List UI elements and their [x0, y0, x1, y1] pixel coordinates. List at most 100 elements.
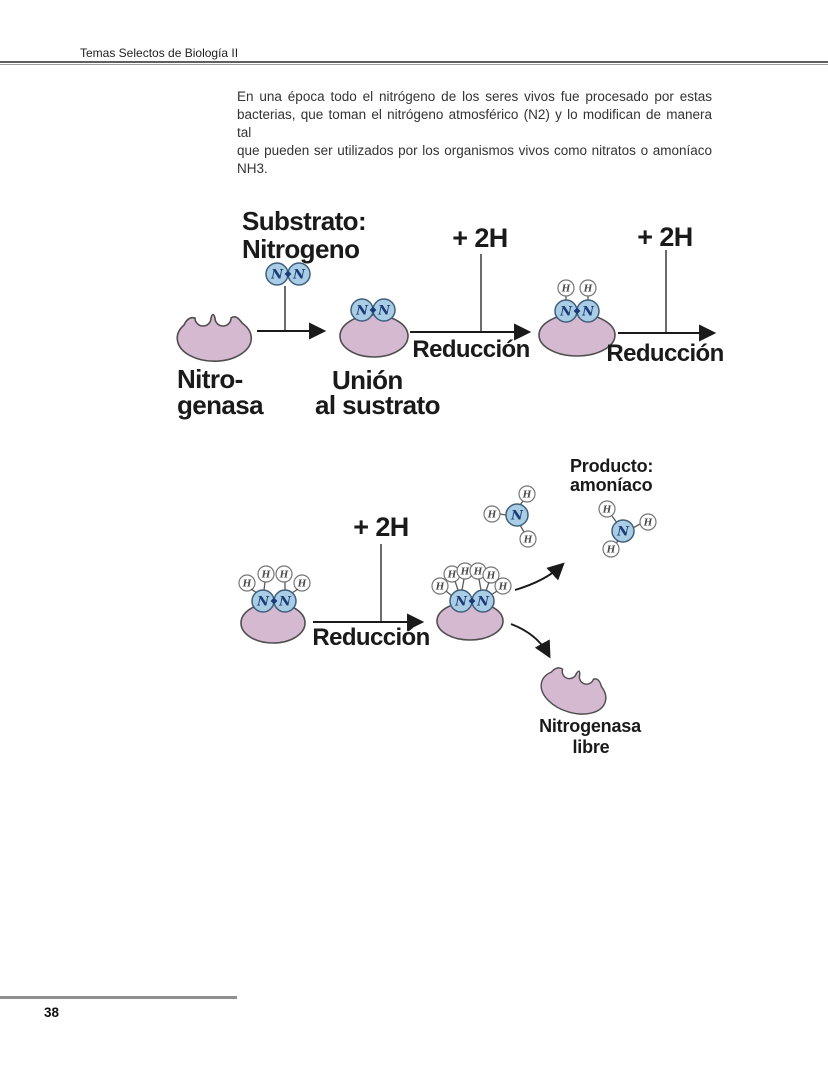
hydrogen-atom-label: H	[643, 518, 653, 528]
hydrogen-atom: H	[518, 485, 536, 503]
label-reduccion-2: Reducción	[606, 340, 723, 367]
triple-bond-icon	[270, 597, 278, 605]
partially-reduced-n2-molecule: H H N N	[554, 279, 600, 323]
hydrogen-atom: H	[519, 530, 537, 548]
bond-line	[499, 513, 507, 516]
hydrogen-atom: H	[602, 540, 620, 558]
free-nitrogenase-blob	[540, 667, 607, 715]
triple-bond-icon	[468, 597, 476, 605]
bond-line	[478, 578, 482, 591]
label-nitrogenasa-libre-1: Nitrogenasa	[539, 716, 642, 736]
hydrogen-atom: H	[483, 505, 501, 523]
arrow-release-enzyme	[510, 623, 551, 659]
nitrogen-atom: N	[471, 589, 495, 613]
label-reduccion-3: Reducción	[312, 624, 429, 651]
hydrogen-atom-label: H	[487, 510, 497, 520]
nitrogen-atom-label: N	[278, 595, 292, 610]
header-rule	[0, 61, 828, 63]
hydrogen-atom: H	[238, 574, 256, 592]
nitrogen-atom-label: N	[510, 509, 524, 524]
nitrogen-fixation-diagram: Substrato: Nitrogeno N N Nitro- genasa N…	[176, 206, 724, 757]
ammonia-molecule-1: H H H N	[483, 485, 537, 548]
nitrogen-atom-label: N	[270, 268, 284, 283]
running-head: Temas Selectos de Biología II	[80, 46, 239, 60]
nitrogen-atom-label: N	[581, 305, 595, 320]
paragraph-line: bacterias, que toman el nitrógeno atmosf…	[237, 107, 712, 140]
bond-line	[519, 524, 525, 533]
bond-line	[263, 581, 266, 591]
hydrogen-atom-label: H	[486, 571, 496, 581]
hydrogen-atom: H	[293, 574, 311, 592]
nitrogen-atom: N	[576, 299, 600, 323]
bond-line	[461, 578, 465, 591]
hydrogen-atom-label: H	[447, 570, 457, 580]
label-plus2h-3: + 2H	[353, 512, 408, 542]
hydrogen-atom: H	[557, 279, 575, 297]
hydrogen-atom: H	[482, 566, 500, 584]
hydrogen-atom-label: H	[561, 284, 571, 294]
n2-6h-molecule: H H H H H H N N	[431, 562, 512, 613]
bound-n2-molecule: N N	[350, 298, 396, 322]
hydrogen-atom: H	[579, 279, 597, 297]
hydrogen-atom-label: H	[435, 582, 445, 592]
hydrogen-atom-label: H	[473, 567, 483, 577]
bond-line	[454, 580, 459, 591]
substrate-n2-molecule: N N	[265, 262, 311, 286]
bond-line	[291, 588, 299, 594]
nitrogen-atom-label: N	[355, 304, 369, 319]
nitrogen-atom: N	[611, 519, 635, 543]
hydrogen-atom: H	[431, 577, 449, 595]
nitrogen-atom: N	[273, 589, 297, 613]
hydrogen-atom-label: H	[602, 505, 612, 515]
nitrogen-atom: N	[449, 589, 473, 613]
bond-line	[632, 523, 641, 529]
nitrogen-atom-label: N	[292, 268, 306, 283]
hydrogen-atom-label: H	[242, 579, 252, 589]
hydrogen-atom-label: H	[498, 582, 508, 592]
bond-line	[485, 581, 490, 592]
hydrogen-atom-label: H	[261, 570, 271, 580]
nitrogen-atom-label: N	[616, 525, 630, 540]
label-plus2h-2: + 2H	[637, 222, 692, 252]
label-plus2h-1: + 2H	[452, 223, 507, 253]
nitrogen-atom-label: N	[476, 595, 490, 610]
hydrogen-atom-label: H	[460, 567, 470, 577]
hydrogen-atom: H	[275, 565, 293, 583]
nitrogen-atom: N	[372, 298, 396, 322]
label-substrato: Substrato:	[242, 206, 366, 236]
hydrogen-atom-label: H	[583, 284, 593, 294]
label-nitrogenasa-libre-2: libre	[572, 737, 609, 757]
page-number: 38	[44, 1005, 60, 1020]
paragraph-line: que pueden ser utilizados por los organi…	[237, 143, 712, 158]
enzyme-4h-complex-blob	[240, 602, 306, 644]
nitrogen-atom-label: N	[454, 595, 468, 610]
nitrogen-atom: N	[505, 503, 529, 527]
label-union-2: al sustrato	[315, 390, 440, 420]
label-producto-1: Producto:	[570, 456, 653, 476]
triple-bond-icon	[573, 307, 581, 315]
nitrogen-atom: N	[287, 262, 311, 286]
paragraph-line: NH3.	[237, 161, 268, 176]
arrow-release-ammonia	[514, 562, 565, 591]
label-nitrogenasa-2: genasa	[177, 390, 264, 420]
header-rule-shadow	[0, 64, 828, 65]
hydrogen-atom: H	[598, 500, 616, 518]
hydrogen-atom-label: H	[523, 535, 533, 545]
hydrogen-atom-label: H	[279, 570, 289, 580]
n2-4h-molecule: H H H H N N	[238, 565, 311, 613]
nitrogenase-enzyme-blob	[176, 313, 253, 363]
nitrogen-atom-label: N	[256, 595, 270, 610]
hydrogen-atom-label: H	[297, 579, 307, 589]
hydrogen-atom-label: H	[522, 490, 532, 500]
hydrogen-atom: H	[469, 562, 487, 580]
label-union-1: Unión	[332, 365, 403, 395]
nitrogen-atom: N	[251, 589, 275, 613]
intro-paragraph: En una época todo el nitrógeno de los se…	[237, 88, 712, 178]
hydrogen-atom: H	[494, 577, 512, 595]
label-nitrogenasa-1: Nitro-	[177, 364, 243, 394]
label-reduccion-1: Reducción	[412, 336, 529, 363]
footer-rule	[0, 996, 237, 999]
nitrogen-atom-label: N	[377, 304, 391, 319]
hydrogen-atom-label: H	[606, 545, 616, 555]
